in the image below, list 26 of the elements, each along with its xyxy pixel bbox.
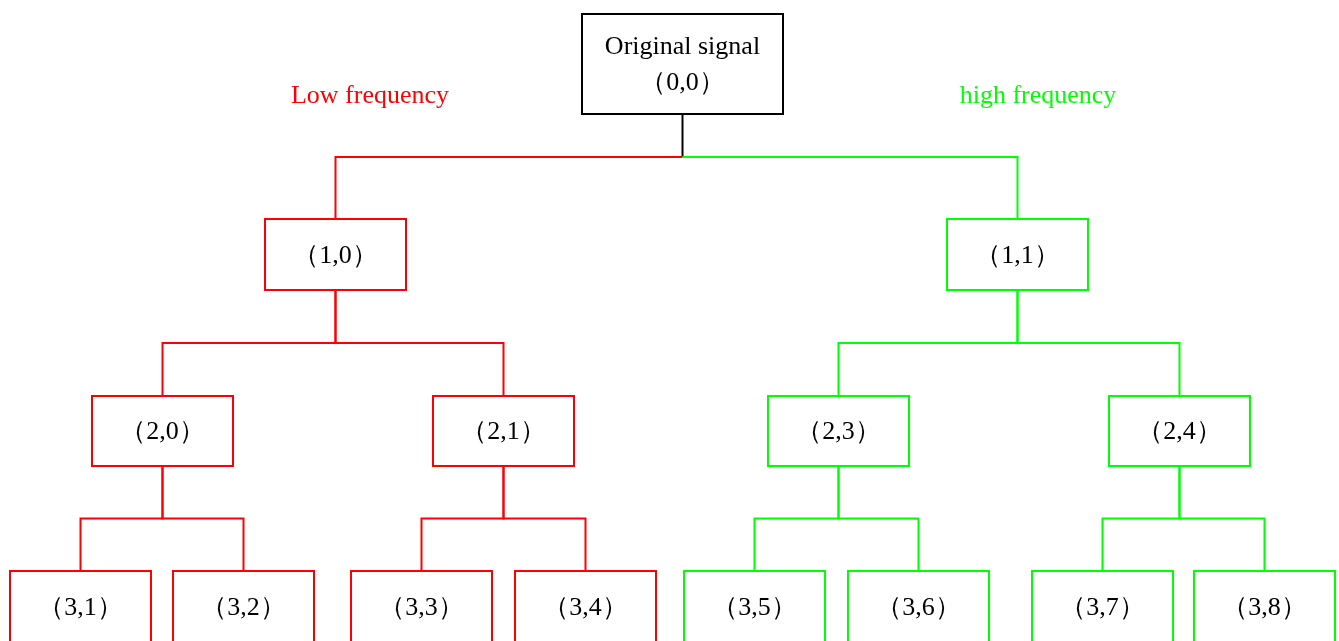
tree-node-box: （3,3） — [350, 570, 493, 641]
tree-node-box: （2,0） — [91, 395, 234, 467]
tree-node-box: （2,3） — [767, 395, 910, 467]
tree-connector — [1178, 466, 1266, 571]
tree-node-box: （3,7） — [1031, 570, 1174, 641]
tree-node-box: （1,1） — [946, 218, 1089, 291]
tree-node-box: （1,0） — [264, 218, 407, 291]
tree-node-box: （2,1） — [432, 395, 575, 467]
tree-connector — [334, 290, 505, 396]
tree-connector — [1016, 290, 1181, 396]
tree-node-box: （3,8） — [1193, 570, 1336, 641]
tree-node-box: （3,6） — [847, 570, 990, 641]
tree-node-box: （3,4） — [514, 570, 657, 641]
tree-node-box: Original signal （0,0） — [581, 13, 784, 115]
tree-node-box: （3,1） — [9, 570, 152, 641]
tree-connector — [837, 466, 920, 571]
connector-trunk — [681, 114, 684, 158]
edge-label: Low frequency — [290, 79, 450, 111]
tree-connector — [681, 156, 1019, 219]
tree-connector — [334, 156, 684, 219]
tree-connector — [502, 466, 587, 571]
tree-node-box: （3,5） — [683, 570, 826, 641]
tree-connector — [161, 466, 245, 571]
tree-node-box: （3,2） — [172, 570, 315, 641]
edge-label: high frequency — [958, 79, 1118, 111]
tree-node-box: （2,4） — [1108, 395, 1251, 467]
